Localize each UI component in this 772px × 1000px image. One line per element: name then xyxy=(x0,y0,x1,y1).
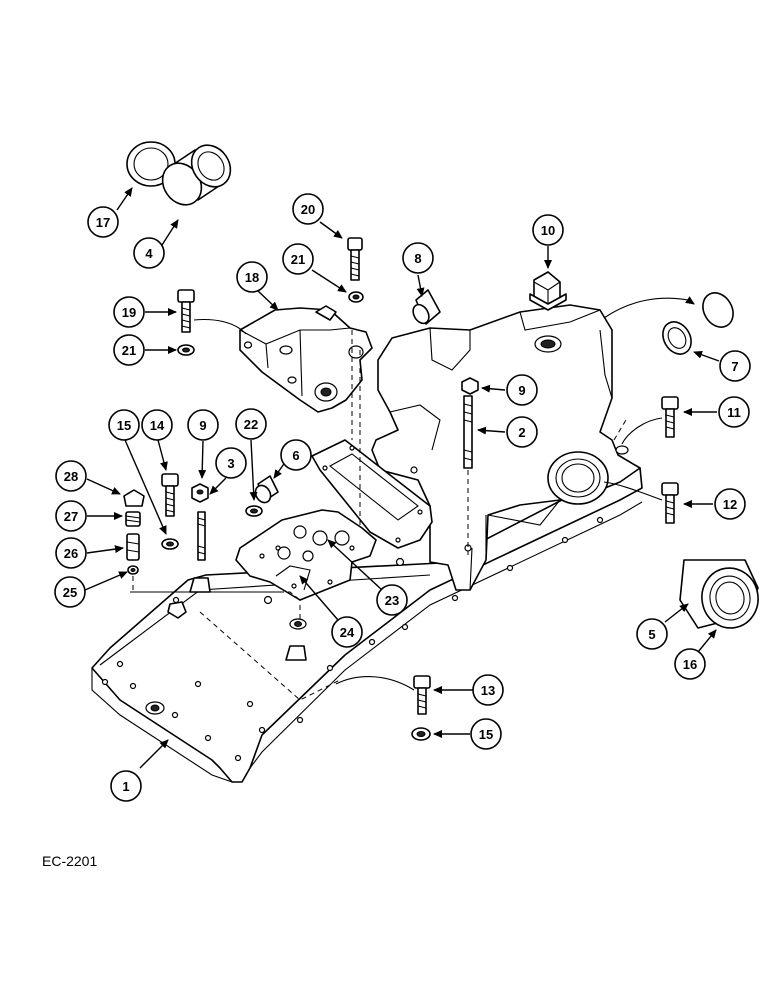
callout-17: 17 xyxy=(87,206,119,238)
callout-21-top: 21 xyxy=(282,243,314,275)
callout-5: 5 xyxy=(636,618,668,650)
svg-text:15: 15 xyxy=(479,727,493,742)
callout-16: 16 xyxy=(674,648,706,680)
svg-text:26: 26 xyxy=(64,546,78,561)
bushing-6 xyxy=(254,475,279,504)
svg-text:25: 25 xyxy=(63,585,77,600)
svg-text:8: 8 xyxy=(414,251,421,266)
svg-text:20: 20 xyxy=(301,202,315,217)
callout-bubbles: 17 4 20 21 8 10 18 19 21 7 9 2 11 12 15 … xyxy=(54,193,751,802)
callout-10: 10 xyxy=(532,214,564,246)
svg-text:6: 6 xyxy=(292,448,299,463)
svg-text:23: 23 xyxy=(385,593,399,608)
fasteners xyxy=(123,237,679,741)
svg-text:15: 15 xyxy=(117,418,131,433)
svg-text:21: 21 xyxy=(122,343,136,358)
callout-25: 25 xyxy=(54,576,86,608)
callout-7: 7 xyxy=(719,350,751,382)
callout-1: 1 xyxy=(110,770,142,802)
callout-28: 28 xyxy=(55,460,87,492)
bushing-8 xyxy=(412,289,441,325)
svg-text:17: 17 xyxy=(96,215,110,230)
callout-11: 11 xyxy=(718,396,750,428)
callout-27: 27 xyxy=(55,500,87,532)
callout-22: 22 xyxy=(235,408,267,440)
svg-text:22: 22 xyxy=(244,417,258,432)
svg-text:19: 19 xyxy=(122,305,136,320)
drawing-code: EC-2201 xyxy=(42,853,97,869)
housing-drawing xyxy=(311,304,641,591)
svg-text:5: 5 xyxy=(648,627,655,642)
callout-15-bottom: 15 xyxy=(470,718,502,750)
control-valve-drawing xyxy=(239,305,373,440)
svg-text:13: 13 xyxy=(481,683,495,698)
base-plate-drawing xyxy=(91,467,643,783)
svg-text:7: 7 xyxy=(731,359,738,374)
callout-9-right: 9 xyxy=(506,374,538,406)
svg-text:11: 11 xyxy=(727,405,741,420)
svg-text:28: 28 xyxy=(64,469,78,484)
svg-text:21: 21 xyxy=(291,252,305,267)
bushing-4 xyxy=(161,144,232,206)
callout-26: 26 xyxy=(55,537,87,569)
svg-text:9: 9 xyxy=(518,383,525,398)
callout-18: 18 xyxy=(236,261,268,293)
callout-4: 4 xyxy=(133,237,165,269)
callout-14: 14 xyxy=(141,409,173,441)
svg-text:9: 9 xyxy=(199,418,206,433)
svg-text:24: 24 xyxy=(340,625,355,640)
svg-text:12: 12 xyxy=(723,497,737,512)
callout-2: 2 xyxy=(506,416,538,448)
callout-15-left: 15 xyxy=(108,409,140,441)
svg-text:27: 27 xyxy=(64,509,78,524)
bushings-7 xyxy=(603,292,734,355)
valve-plate-drawing xyxy=(235,509,377,601)
callout-3: 3 xyxy=(215,447,247,479)
callout-19: 19 xyxy=(113,296,145,328)
callout-24: 24 xyxy=(331,616,363,648)
svg-text:1: 1 xyxy=(122,779,129,794)
callout-8: 8 xyxy=(402,242,434,274)
svg-text:16: 16 xyxy=(683,657,697,672)
callout-6: 6 xyxy=(280,439,312,471)
svg-text:2: 2 xyxy=(518,425,525,440)
callout-12: 12 xyxy=(714,488,746,520)
svg-text:14: 14 xyxy=(150,418,165,433)
plug-10 xyxy=(529,271,567,311)
callout-20: 20 xyxy=(292,193,324,225)
svg-text:4: 4 xyxy=(145,246,153,261)
svg-text:18: 18 xyxy=(245,270,259,285)
bushing-5-seal-16 xyxy=(679,559,759,629)
callout-9-left: 9 xyxy=(187,409,219,441)
callout-23: 23 xyxy=(376,584,408,616)
callout-13: 13 xyxy=(472,674,504,706)
svg-text:3: 3 xyxy=(227,456,234,471)
svg-text:10: 10 xyxy=(541,223,555,238)
callout-21-left: 21 xyxy=(113,334,145,366)
